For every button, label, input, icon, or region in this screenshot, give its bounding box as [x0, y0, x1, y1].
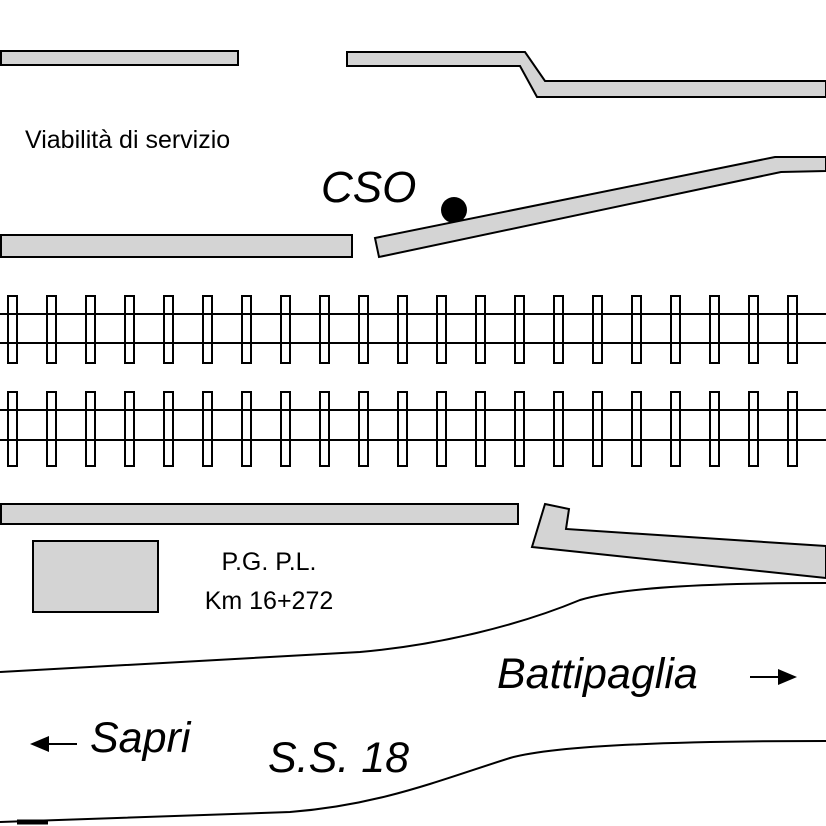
railway-tie: [436, 391, 447, 467]
top-left-platform: [0, 50, 239, 66]
railway-tie: [397, 391, 408, 467]
road-label: S.S. 18: [268, 734, 409, 782]
railway-tie: [592, 391, 603, 467]
railway-tie: [46, 391, 57, 467]
railway-tie: [85, 391, 96, 467]
railway-tie: [748, 391, 759, 467]
railway-tie: [670, 295, 681, 364]
sapri-label: Sapri: [90, 714, 192, 762]
pg-pl-label-line1: P.G. P.L.: [222, 548, 317, 576]
railway-tie: [475, 295, 486, 364]
pg-pl-label-line2: Km 16+272: [205, 587, 334, 615]
railway-tie: [436, 295, 447, 364]
railway-tie: [319, 295, 330, 364]
arrow-right-icon: [750, 669, 797, 685]
railway-tie: [163, 391, 174, 467]
track-1: [0, 295, 826, 364]
cso-marker: [441, 197, 467, 223]
railway-tie: [553, 295, 564, 364]
road-lower-edge: [0, 740, 826, 823]
arrow-left-icon: [30, 736, 77, 752]
railway-tie: [358, 295, 369, 364]
railway-tie: [709, 295, 720, 364]
railway-tie: [124, 295, 135, 364]
railway-tie: [787, 295, 798, 364]
track-2: [0, 391, 826, 467]
railway-tie: [748, 295, 759, 364]
service-road-label: Viabilità di servizio: [25, 126, 230, 154]
railway-tie: [202, 391, 213, 467]
railway-tie: [709, 391, 720, 467]
bottom-left-platform: [0, 503, 519, 525]
service-road-ramp: [373, 156, 826, 259]
railway-tie: [631, 391, 642, 467]
railway-tie: [358, 391, 369, 467]
railway-tie: [124, 391, 135, 467]
railway-tie: [202, 295, 213, 364]
railway-tie: [241, 391, 252, 467]
railway-tie: [241, 295, 252, 364]
railway-tie: [85, 295, 96, 364]
battipaglia-label: Battipaglia: [497, 650, 698, 698]
railway-tie: [475, 391, 486, 467]
railway-tie: [514, 295, 525, 364]
road-upper-edge: [0, 582, 826, 673]
railway-tie: [553, 391, 564, 467]
top-right-platform: [346, 51, 826, 98]
pg-pl-cabin: [32, 540, 159, 613]
railway-tie: [280, 295, 291, 364]
railway-tie: [514, 391, 525, 467]
middle-left-platform: [0, 234, 353, 258]
railway-tie: [631, 295, 642, 364]
railway-tie: [592, 295, 603, 364]
railway-tie: [46, 295, 57, 364]
railway-tie: [163, 295, 174, 364]
railway-tie: [7, 295, 18, 364]
railway-tie: [670, 391, 681, 467]
railway-tie: [319, 391, 330, 467]
bottom-right-platform: [530, 502, 826, 580]
railway-tie: [7, 391, 18, 467]
cso-label: CSO: [321, 163, 416, 212]
railway-tie: [397, 295, 408, 364]
railway-tie: [787, 391, 798, 467]
railway-tie: [280, 391, 291, 467]
